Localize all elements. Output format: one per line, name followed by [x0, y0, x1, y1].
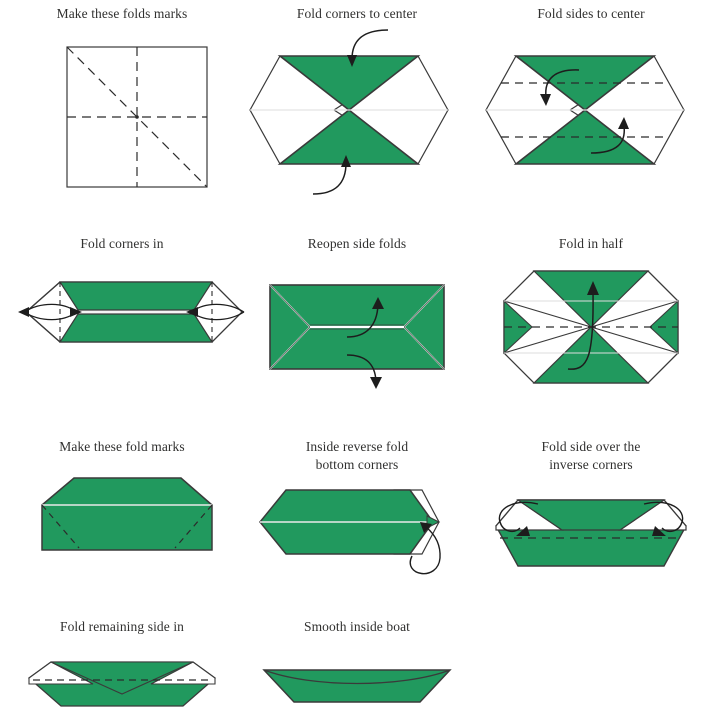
step-6-figure: [476, 257, 706, 397]
arrow-fold-half: [567, 281, 599, 370]
step-6: Fold in half: [470, 235, 712, 397]
folded-body: [41, 477, 213, 551]
step-8-title: Inside reverse fold bottom corners: [305, 439, 409, 472]
step-2-figure: [242, 27, 472, 202]
step-9-title: Fold side over the inverse corners: [541, 439, 641, 472]
step-1-figure: [22, 27, 222, 202]
arrow-left-inward: [18, 303, 82, 321]
step-4-figure: [2, 257, 245, 377]
fold-remaining-side-diagram: [27, 661, 217, 707]
right-crease-lower-edge: [403, 326, 445, 370]
arrow-right-inward: [186, 303, 245, 321]
green-rectangle-diagram: [269, 284, 445, 389]
left-crease-upper-edge: [269, 284, 311, 328]
arrow-left-fold-over: [498, 501, 539, 536]
boat-inner-curve: [263, 669, 451, 685]
hexagon-fold-sides-diagram: [485, 55, 685, 165]
octagon-fold-in-half-diagram: [503, 270, 679, 384]
hexagon-fold-corners-diagram: [249, 29, 449, 195]
crease-bottom-left-diagonal: [41, 504, 80, 549]
right-white-wedge: [150, 661, 216, 685]
step-11-title: Smooth inside boat: [303, 619, 411, 634]
arrow-fold-up: [312, 155, 351, 195]
step-1: Make these folds marks: [0, 5, 244, 202]
arrow-fold-up: [590, 117, 629, 154]
bottom-green-triangle: [532, 326, 650, 384]
right-lower-edge: [211, 311, 243, 343]
crease-bottom-right-diagonal: [174, 504, 213, 549]
top-green-band: [516, 499, 666, 531]
step-7-figure: [7, 460, 237, 570]
arrow-right-fold-over: [643, 501, 684, 536]
left-white-wedge: [28, 661, 94, 685]
step-2-title: Fold corners to center: [296, 6, 418, 21]
step-10: Fold remaining side in: [0, 618, 244, 720]
center-green-triangle: [50, 661, 194, 695]
step-9-figure: [476, 478, 706, 588]
step-11: Smooth inside boat: [238, 618, 476, 720]
step-1-title: Make these folds marks: [56, 6, 188, 21]
green-trapezoid-diagram: [41, 477, 213, 551]
fold-side-over-corners-diagram: [495, 499, 687, 567]
step-7-title: Make these fold marks: [59, 439, 185, 454]
right-crease-upper-edge: [403, 284, 445, 328]
step-11-figure: [242, 640, 472, 720]
left-lower-edge: [25, 311, 61, 343]
square-with-creases-diagram: [66, 46, 208, 188]
step-5-title: Reopen side folds: [307, 236, 407, 251]
step-4-title: Fold corners in: [80, 236, 164, 251]
step-3-figure: [476, 27, 706, 202]
step-4: Fold corners in: [0, 235, 245, 377]
left-upper-edge: [25, 281, 61, 313]
upper-green-band: [58, 281, 214, 311]
step-10-figure: [7, 640, 237, 720]
arrow-open-down: [346, 354, 382, 389]
top-green-triangle: [532, 270, 650, 328]
step-3-title: Fold sides to center: [537, 6, 645, 21]
step-3: Fold sides to center: [470, 5, 712, 202]
finished-boat-diagram: [262, 669, 452, 703]
right-upper-edge: [211, 281, 243, 313]
boat-body: [262, 669, 452, 703]
arrow-reverse-fold: [409, 522, 441, 575]
arrow-fold-down: [347, 29, 389, 67]
inside-reverse-fold-diagram: [259, 489, 441, 575]
step-9: Fold side over the inverse corners: [470, 438, 712, 588]
step-10-title: Fold remaining side in: [59, 619, 185, 634]
step-8-figure: [242, 478, 472, 588]
arrow-open-up: [346, 297, 384, 338]
center-point: [135, 115, 139, 119]
step-6-title: Fold in half: [558, 236, 624, 251]
step-5-figure: [242, 257, 472, 389]
long-hexagon-diagram: [18, 281, 245, 343]
left-crease-lower-edge: [269, 326, 311, 370]
step-7: Make these fold marks: [0, 438, 244, 570]
step-2: Fold corners to center: [238, 5, 476, 202]
step-8: Inside reverse fold bottom corners: [238, 438, 476, 588]
step-5: Reopen side folds: [238, 235, 476, 389]
lower-green-band: [58, 313, 214, 343]
arrow-fold-down: [540, 69, 580, 106]
